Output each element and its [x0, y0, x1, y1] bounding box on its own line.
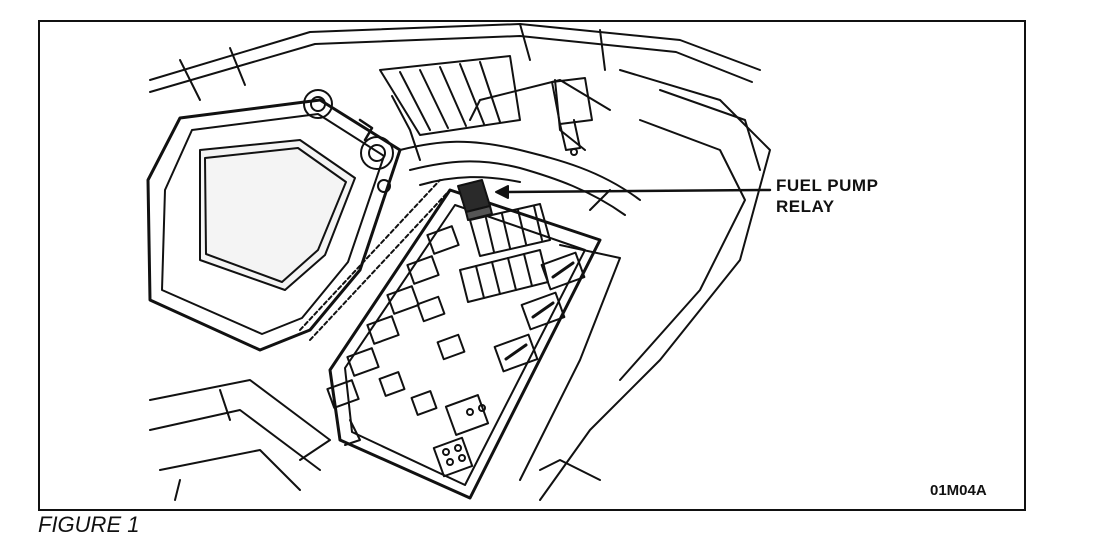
cowl-structure — [149, 23, 761, 101]
figure-caption: FIGURE 1 — [38, 512, 140, 537]
battery-box — [146, 98, 402, 352]
fuel-pump-relay-label: FUEL PUMP RELAY — [776, 175, 878, 217]
fender-structure — [519, 69, 771, 501]
callout-arrowhead — [495, 185, 509, 199]
fuel-pump-relay — [457, 179, 493, 221]
connector-clip — [551, 77, 593, 156]
callout-line-2: RELAY — [776, 197, 835, 216]
figure-frame — [38, 20, 1026, 511]
ribbed-cover — [379, 55, 521, 136]
fuse-relay-block — [299, 179, 602, 500]
wiring-harness — [399, 79, 641, 216]
lower-structure — [149, 379, 331, 501]
battery-terminals — [303, 89, 421, 193]
figure-code: 01M04A — [930, 482, 987, 499]
callout-leader-line — [498, 188, 772, 194]
callout-line-1: FUEL PUMP — [776, 176, 879, 195]
